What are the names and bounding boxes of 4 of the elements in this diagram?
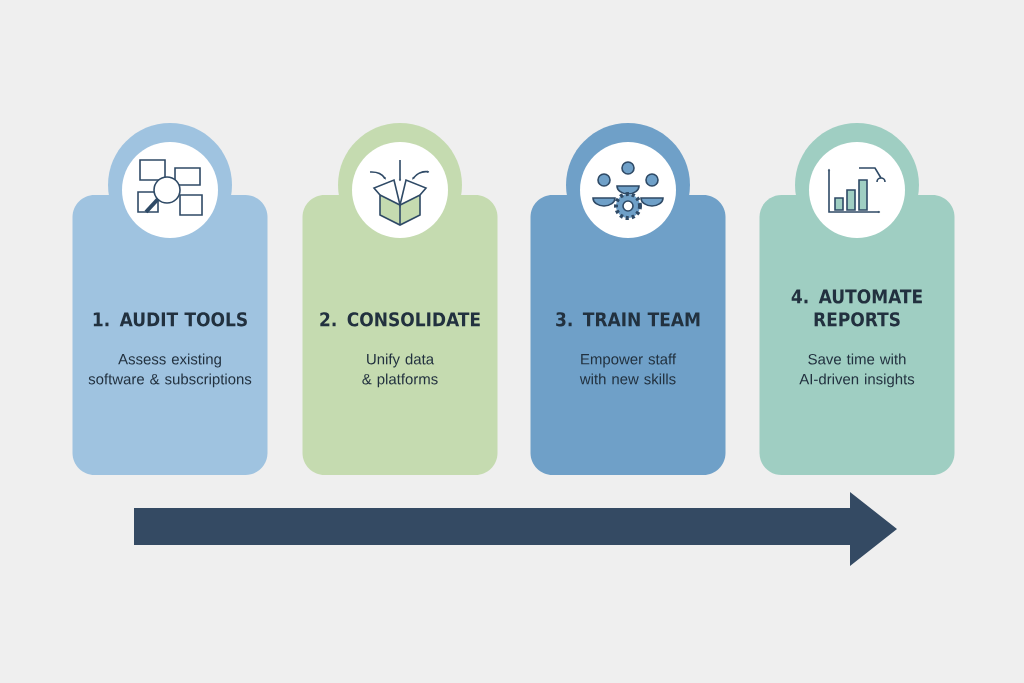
step-card: 4. AUTOMATE REPORTS Save time with AI-driven insights [759,123,955,475]
step-card: 2. CONSOLIDATE Unify data & platforms [302,123,498,475]
step-card: 3. TRAIN TEAM Empower staff with new skills [530,123,726,475]
step-card: 1. AUDIT TOOLS Assess existing software & subscriptions [72,123,268,475]
